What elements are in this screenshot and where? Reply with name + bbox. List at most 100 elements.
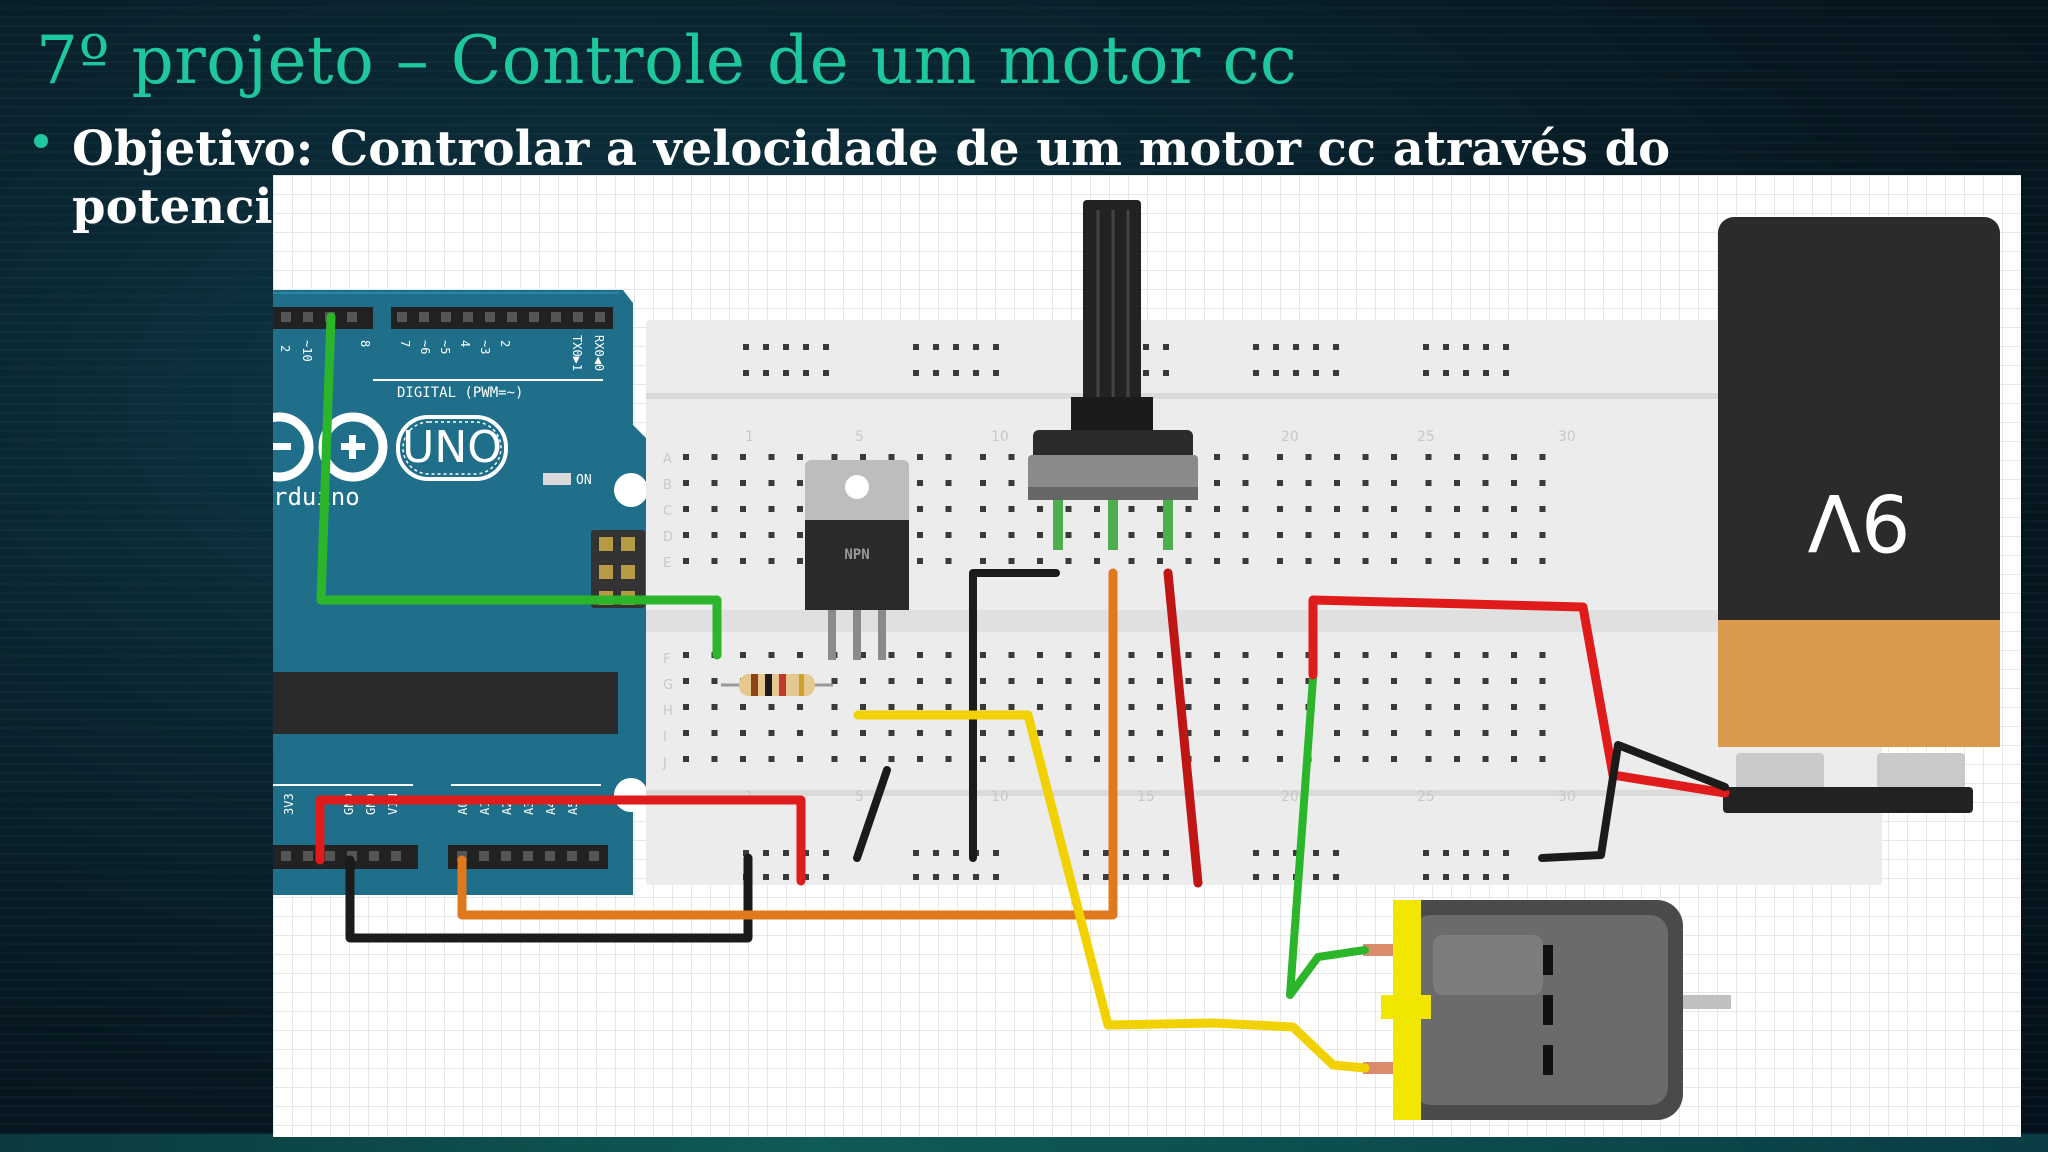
wire-yellow-motor [853, 710, 1370, 1073]
breadboard-hole [768, 532, 775, 538]
breadboard-hole [1185, 558, 1192, 564]
breadboard-hole [711, 532, 718, 538]
breadboard-hole [1454, 704, 1460, 710]
breadboard-hole [783, 370, 789, 376]
battery-9v: 9V [1718, 217, 2000, 813]
breadboard-hole [980, 730, 986, 736]
breadboard-hole [683, 730, 689, 736]
breadboard-hole [1123, 874, 1129, 880]
breadboard-hole [831, 704, 838, 710]
breadboard-hole [1253, 850, 1259, 856]
breadboard-hole [1503, 874, 1509, 880]
breadboard-hole [803, 874, 809, 880]
breadboard-hole [917, 756, 923, 762]
breadboard-hole [980, 756, 986, 762]
breadboard-hole [1391, 454, 1397, 460]
wire-green-signal [316, 312, 722, 660]
breadboard-hole [980, 704, 986, 710]
breadboard-hole [1425, 558, 1432, 564]
breadboard-hole [1539, 704, 1546, 710]
breadboard-hole [1185, 730, 1192, 736]
breadboard-hole [711, 454, 718, 460]
breadboard-hole [1214, 532, 1220, 538]
breadboard-hole [1185, 704, 1192, 710]
arduino-header-pin [347, 312, 357, 322]
arduino-pin-label: 2 [498, 340, 512, 347]
breadboard-hole [993, 850, 999, 856]
breadboard-hole [953, 344, 959, 350]
breadboard-hole [683, 756, 689, 762]
breadboard-hole [1503, 850, 1509, 856]
breadboard-hole [711, 730, 718, 736]
breadboard-hole [1391, 652, 1397, 658]
breadboard-hole [1037, 678, 1043, 684]
breadboard-row-letter: D [663, 530, 673, 545]
breadboard-hole [933, 344, 939, 350]
breadboard-hole [1273, 370, 1279, 376]
breadboard-hole [1185, 652, 1192, 658]
breadboard-hole [1277, 730, 1283, 736]
breadboard-hole [1242, 704, 1249, 710]
breadboard-hole [743, 344, 749, 350]
breadboard-hole [1511, 756, 1517, 762]
breadboard: 1 5 10 15 20 25 30 1 5 10 15 20 25 30 A … [646, 320, 1882, 885]
breadboard-hole [683, 704, 689, 710]
breadboard-hole [1065, 704, 1072, 710]
breadboard-hole [1511, 704, 1517, 710]
breadboard-hole [917, 558, 923, 564]
breadboard-hole [1511, 678, 1517, 684]
breadboard-hole [917, 454, 923, 460]
breadboard-hole [1157, 756, 1163, 762]
breadboard-hole [683, 652, 689, 658]
breadboard-row-letter: E [663, 556, 671, 571]
breadboard-hole [1463, 344, 1469, 350]
breadboard-hole [683, 558, 689, 564]
breadboard-hole [1425, 506, 1432, 512]
breadboard-hole [768, 454, 775, 460]
breadboard-hole [823, 344, 829, 350]
breadboard-hole [1157, 652, 1163, 658]
breadboard-hole [1008, 652, 1015, 658]
breadboard-hole [1277, 506, 1283, 512]
arduino-header-pin [485, 312, 495, 322]
breadboard-hole [1391, 480, 1397, 486]
breadboard-hole [1242, 506, 1249, 512]
breadboard-hole [993, 344, 999, 350]
arduino-digital-label: DIGITAL (PWM=~) [397, 385, 523, 401]
breadboard-hole [1463, 850, 1469, 856]
breadboard-hole [945, 756, 952, 762]
breadboard-hole [980, 480, 986, 486]
breadboard-hole [1539, 558, 1546, 564]
breadboard-hole [1277, 480, 1283, 486]
breadboard-hole [933, 370, 939, 376]
arduino-header-pin [507, 312, 517, 322]
breadboard-hole [1482, 480, 1489, 486]
breadboard-hole [1463, 874, 1469, 880]
breadboard-hole [797, 756, 803, 762]
breadboard-column-number: 5 [855, 789, 864, 805]
breadboard-hole [1065, 756, 1072, 762]
arduino-board: 2 ~10 8 7 ~6 ~5 4 ~3 2 TX0▶1 RX0◀0 DIGIT… [273, 290, 658, 895]
breadboard-hole [1511, 532, 1517, 538]
arduino-pin-label: 4 [458, 340, 472, 347]
arduino-header-pin [325, 851, 335, 861]
arduino-header-pin [529, 312, 539, 322]
breadboard-hole [797, 480, 803, 486]
breadboard-hole [1334, 454, 1340, 460]
breadboard-hole [1511, 558, 1517, 564]
breadboard-hole [1425, 704, 1432, 710]
breadboard-hole [1293, 344, 1299, 350]
breadboard-hole [1454, 558, 1460, 564]
wire-black-gnd [345, 853, 753, 943]
breadboard-hole [783, 344, 789, 350]
breadboard-hole [1103, 850, 1109, 856]
breadboard-hole [1242, 532, 1249, 538]
breadboard-hole [1128, 678, 1135, 684]
breadboard-hole [980, 678, 986, 684]
breadboard-hole [783, 850, 789, 856]
breadboard-hole [1362, 454, 1369, 460]
breadboard-hole [711, 678, 718, 684]
breadboard-hole [1483, 874, 1489, 880]
arduino-header-pin [369, 851, 379, 861]
breadboard-hole [1482, 730, 1489, 736]
